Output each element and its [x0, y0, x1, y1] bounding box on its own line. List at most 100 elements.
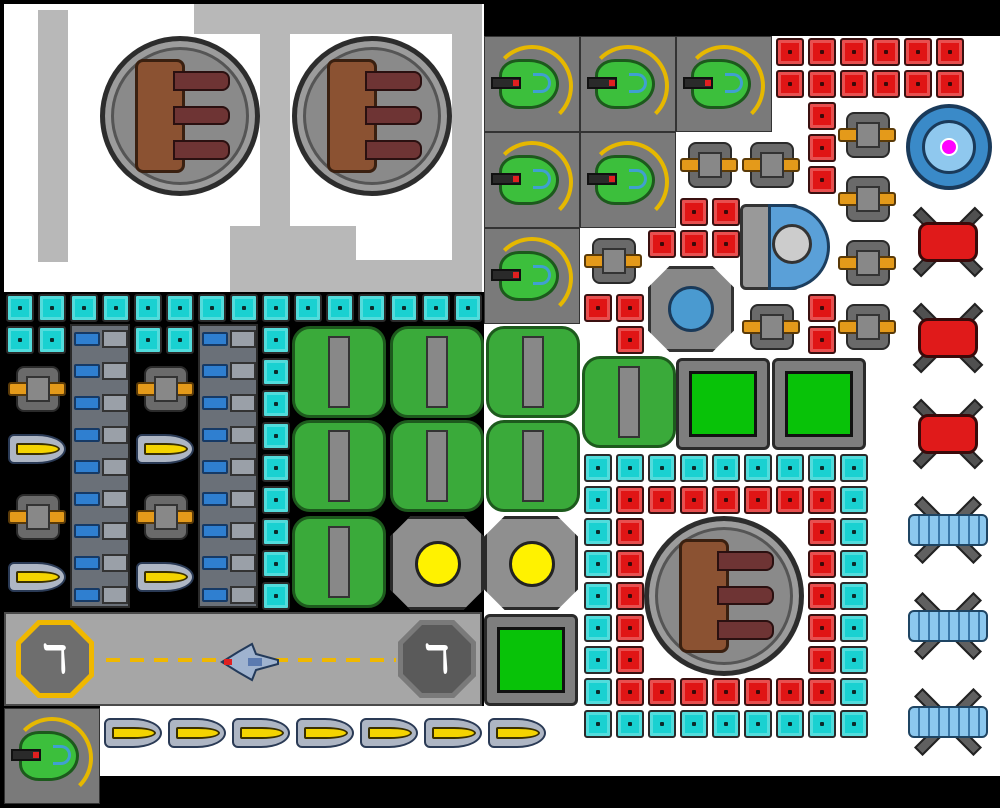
red-block[interactable] [808, 582, 836, 610]
green-fighter-icon[interactable] [676, 36, 772, 132]
orange-turret-icon[interactable] [136, 360, 194, 418]
red-block[interactable] [616, 582, 644, 610]
yellow-dart-icon[interactable] [358, 712, 420, 754]
red-block[interactable] [616, 294, 644, 322]
red-block[interactable] [648, 678, 676, 706]
red-block[interactable] [744, 486, 772, 514]
red-block[interactable] [616, 550, 644, 578]
cyan-block[interactable] [262, 582, 290, 610]
hub-icon[interactable] [646, 264, 738, 354]
rotary-cannon-icon[interactable] [644, 516, 804, 676]
red-block[interactable] [808, 166, 836, 194]
cyan-block[interactable] [294, 294, 322, 322]
red-shield-icon[interactable] [902, 388, 994, 480]
red-block[interactable] [936, 70, 964, 98]
orange-turret-icon[interactable] [8, 488, 66, 546]
orange-turret-icon[interactable] [838, 234, 896, 292]
red-block[interactable] [840, 38, 868, 66]
red-block[interactable] [680, 198, 708, 226]
blue-coil-icon[interactable] [902, 484, 994, 576]
cyan-block[interactable] [38, 294, 66, 322]
cyan-block[interactable] [584, 646, 612, 674]
yellow-dart-icon[interactable] [230, 712, 292, 754]
orange-turret-icon[interactable] [838, 170, 896, 228]
cyan-block[interactable] [840, 582, 868, 610]
red-block[interactable] [776, 678, 804, 706]
thruster-column[interactable] [70, 324, 130, 608]
yellow-dart-icon[interactable] [166, 712, 228, 754]
cyan-block[interactable] [840, 518, 868, 546]
thruster-column[interactable] [198, 324, 258, 608]
yellow-dart-icon[interactable] [6, 428, 68, 470]
green-fighter-icon[interactable] [484, 228, 580, 324]
cyan-block[interactable] [262, 454, 290, 482]
cyan-block[interactable] [648, 710, 676, 738]
red-block[interactable] [808, 38, 836, 66]
cyan-block[interactable] [808, 454, 836, 482]
orange-turret-icon[interactable] [584, 232, 642, 290]
yellow-dart-icon[interactable] [102, 712, 164, 754]
red-block[interactable] [808, 102, 836, 130]
cyan-block[interactable] [454, 294, 482, 322]
cyan-block[interactable] [134, 326, 162, 354]
yellow-dart-icon[interactable] [422, 712, 484, 754]
orange-turret-icon[interactable] [838, 106, 896, 164]
green-fighter-icon[interactable] [580, 36, 676, 132]
cyan-block[interactable] [584, 582, 612, 610]
red-block[interactable] [776, 38, 804, 66]
cyan-block[interactable] [230, 294, 258, 322]
cyan-block[interactable] [198, 294, 226, 322]
cyan-block[interactable] [584, 614, 612, 642]
red-block[interactable] [680, 230, 708, 258]
cyan-block[interactable] [262, 358, 290, 386]
red-block[interactable] [872, 38, 900, 66]
red-block[interactable] [872, 70, 900, 98]
cyan-block[interactable] [584, 550, 612, 578]
red-block[interactable] [808, 518, 836, 546]
cyan-block[interactable] [712, 454, 740, 482]
red-block[interactable] [616, 646, 644, 674]
red-block[interactable] [584, 294, 612, 322]
cyan-block[interactable] [616, 454, 644, 482]
red-block[interactable] [776, 70, 804, 98]
launch-pad-right[interactable]: ℸ [398, 620, 476, 698]
green-pad-icon[interactable] [772, 358, 866, 450]
red-shield-icon[interactable] [902, 292, 994, 384]
red-block[interactable] [616, 678, 644, 706]
cyan-block[interactable] [776, 454, 804, 482]
cyan-block[interactable] [262, 486, 290, 514]
yellow-dart-icon[interactable] [294, 712, 356, 754]
red-block[interactable] [840, 70, 868, 98]
yellow-reactor-icon[interactable] [484, 516, 578, 610]
cyan-block[interactable] [134, 294, 162, 322]
cyan-block[interactable] [262, 326, 290, 354]
launch-pad-left[interactable]: ℸ [16, 620, 94, 698]
red-block[interactable] [648, 486, 676, 514]
yellow-dart-icon[interactable] [486, 712, 548, 754]
cyan-block[interactable] [840, 678, 868, 706]
portal-icon[interactable] [906, 104, 992, 190]
red-block[interactable] [936, 38, 964, 66]
cyan-block[interactable] [70, 294, 98, 322]
orange-turret-icon[interactable] [680, 136, 738, 194]
cyan-block[interactable] [6, 326, 34, 354]
red-block[interactable] [808, 646, 836, 674]
cyan-block[interactable] [262, 390, 290, 418]
blue-coil-icon[interactable] [902, 676, 994, 768]
cyan-block[interactable] [6, 294, 34, 322]
yellow-dart-icon[interactable] [134, 428, 196, 470]
green-pad-icon[interactable] [484, 614, 578, 706]
red-block[interactable] [680, 486, 708, 514]
red-block[interactable] [904, 70, 932, 98]
cyan-block[interactable] [776, 710, 804, 738]
red-block[interactable] [616, 486, 644, 514]
green-fighter-icon[interactable] [580, 132, 676, 228]
cyan-block[interactable] [840, 710, 868, 738]
cyan-block[interactable] [648, 454, 676, 482]
cyan-block[interactable] [680, 710, 708, 738]
red-block[interactable] [712, 678, 740, 706]
rotary-cannon-icon[interactable] [292, 36, 452, 196]
red-block[interactable] [808, 550, 836, 578]
cyan-block[interactable] [616, 710, 644, 738]
cyan-block[interactable] [744, 454, 772, 482]
